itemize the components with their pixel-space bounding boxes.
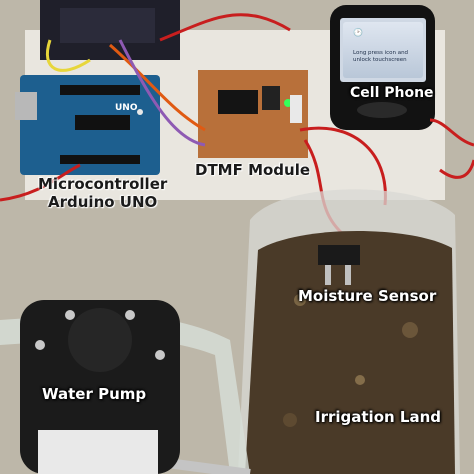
breadboard-chip (60, 8, 155, 43)
soil-clump-1 (294, 294, 306, 306)
wire-purple (118, 39, 206, 147)
moisture-sensor-probe-2 (345, 265, 351, 285)
pump-label-sticker (38, 430, 158, 474)
phone-message: Long press icon and unlock touchscreen (353, 50, 408, 64)
irrigation-land-label: Irrigation Land (315, 408, 441, 426)
soil-clump-4 (283, 413, 297, 427)
header-pins-top (60, 85, 140, 95)
wire-red-phone (429, 118, 474, 147)
header-pins-bottom (60, 155, 140, 164)
dtmf-connector (290, 95, 302, 123)
usb-port (15, 92, 37, 120)
phone-message-line1: Long press icon and (353, 50, 409, 56)
wire-yellow (45, 39, 91, 72)
pump-screw-1 (65, 310, 75, 320)
pump-screw-2 (125, 310, 135, 320)
water-pump-head (68, 308, 132, 372)
pump-screw-3 (35, 340, 45, 350)
microcontroller-label-line1: Microcontroller (38, 175, 168, 193)
pump-screw-4 (155, 350, 165, 360)
wire-orange (109, 43, 206, 132)
soil (245, 230, 455, 474)
dtmf-ic (262, 86, 280, 110)
wire-red-2 (299, 126, 387, 206)
cell-phone-label: Cell Phone (350, 85, 434, 101)
soil-clump-2 (402, 322, 418, 338)
phone-message-line2: unlock touchscreen (353, 57, 407, 63)
arduino-logo: UNO (115, 103, 138, 113)
phone-screen: 🕑 Long press icon and unlock touchscreen (343, 22, 423, 78)
wire-red-left (0, 163, 81, 202)
water-pump-label: Water Pump (42, 385, 147, 403)
moisture-sensor-body (318, 245, 360, 265)
soil-clump-3 (355, 375, 365, 385)
cell-phone-button (357, 102, 407, 118)
wire-red-right (439, 159, 474, 179)
microcontroller-label: Microcontroller Arduino UNO (38, 175, 167, 211)
moisture-sensor-probe-1 (325, 265, 331, 285)
moisture-sensor-label: Moisture Sensor (298, 287, 437, 305)
wire-red-1 (159, 13, 291, 42)
phone-clock-icon: 🕑 (353, 28, 363, 37)
reset-button (137, 109, 143, 115)
dtmf-chip (218, 90, 258, 114)
microcontroller-label-line2: Arduino UNO (48, 193, 158, 211)
atmega-chip (75, 115, 130, 130)
dtmf-label: DTMF Module (195, 161, 311, 179)
